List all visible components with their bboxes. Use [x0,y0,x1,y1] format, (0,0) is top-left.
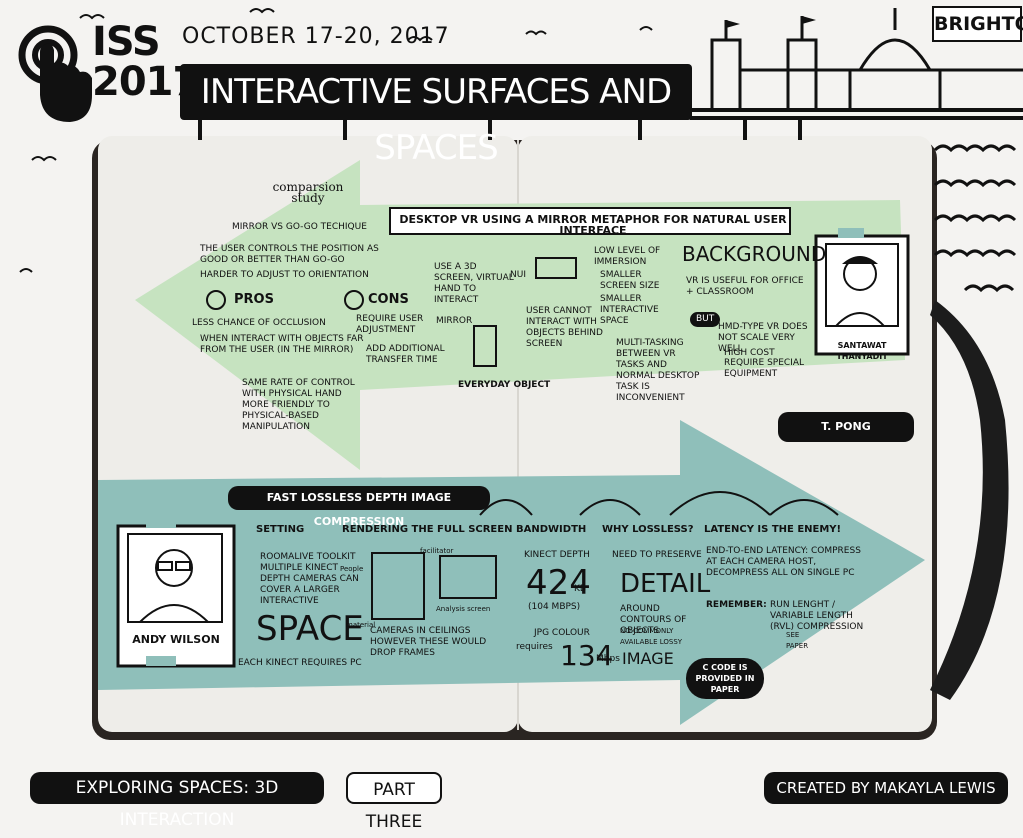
heading-rendering: Rendering the full screen [342,524,513,535]
render-label-analysis: Analysis screen [436,605,491,613]
hmd-item-1: High cost [724,348,775,358]
see-paper-label: see paper [786,631,809,650]
nui-label: NUI [510,270,526,280]
around-contours-text: around contours of objects [620,604,687,636]
render-label-material: material [346,621,376,629]
need-preserve-label: Need to preserve [612,550,702,560]
bottom-section-title: Fast lossless depth image compression [228,486,490,528]
hmd-text: HMD-type VR does not scale very well [718,322,808,354]
latency-text: End-to-end latency: compress at each cam… [706,546,861,578]
heading-setting: Setting [256,524,305,535]
value-134: 134 [560,639,614,672]
render-label-people: People [340,565,364,573]
value-134-unit: Mbps [596,654,620,664]
hmd-item-2: Require special equipment [724,358,805,379]
cons-item-1: Require user adjustment [356,314,424,335]
no-common-lossy-text: no commonly available lossy [620,627,683,646]
render-label-facilitator: facilitator [420,547,454,555]
low-immersion-2: Smaller screen size [600,270,660,291]
requires-label: requires [516,642,553,652]
conference-title: INTERACTIVE SURFACES AND SPACES [180,64,692,168]
cameras-text: Cameras in ceilings however these would … [370,626,487,658]
remember-text: run lenght / variable length (RVL) compr… [770,600,864,632]
heading-bandwidth: Bandwidth [516,524,587,535]
code-provided-badge: C code is provided in paper [686,658,764,699]
value-424: 424 [526,563,591,603]
credit-label: CREATED BY MAKAYLA LEWIS [764,772,1008,804]
mirror-label: Mirror [436,316,473,326]
but-badge: But [690,312,721,327]
pros-item-2: When interact with objects far from the … [200,334,364,355]
cons-label: Cons [368,292,409,307]
speaker-nickname-badge: T. Pong [778,412,914,442]
setting-text: RoomAlive toolkit multiple Kinect depth … [260,552,359,606]
space-word: SPACE [256,609,364,649]
heading-why-lossless: Why lossless? [602,524,694,535]
pros-label: Pros [234,292,274,307]
pros-item-3: Same rate of control with physical hand … [242,378,355,432]
top-section-title: Desktop VR using a mirror metaphor for n… [399,213,787,237]
kinect-depth-label: Kinect depth [524,550,590,560]
study-label: comparsion study [272,180,344,205]
value-424-unit: KB [574,584,587,594]
low-immersion-1: Low level of immersion [594,246,661,267]
use-3d-text: Use a 3D screen, virtual hand to interac… [434,262,514,305]
heading-latency: Latency is the enemy! [704,524,842,535]
top-bullet-2: Harder to adjust to orientation [200,270,369,280]
remember-label: Remember: [706,600,767,610]
each-kinect-text: Each Kinect requires PC [238,658,362,668]
sketchnote-illustration [18,8,1023,740]
image-word: IMAGE [622,649,674,668]
location-label: BRIGHTON [932,6,1023,42]
multitasking-text: Multi-tasking between VR tasks and norma… [616,338,700,403]
speaker-name-bottom: Andy Wilson [132,633,220,646]
jpg-colour-label: JPG colour [534,628,590,638]
cannot-interact-text: User cannot interact with objects behind… [526,306,603,349]
conference-date: October 17-20, 2017 [182,24,450,49]
pros-item-1: Less chance of occlusion [192,318,326,328]
speaker-name-top: Santawat Thanyadit [836,341,888,361]
top-bullet-1: The user controls the position as good o… [200,244,379,265]
part-label: PART THREE [346,772,442,832]
background-text: VR is useful for office + classroom [686,276,804,297]
low-immersion-3: Smaller interactive space [600,294,659,326]
everyday-object-label: Everyday object [458,380,551,390]
background-label: Background [682,242,827,266]
series-label: EXPLORING SPACES: 3D INTERACTION [30,772,324,830]
mirror-vs-label: Mirror vs go-go techique [232,222,367,232]
cons-item-2: Add additional transfer time [366,344,445,365]
detail-word: DETAIL [620,569,711,599]
mbps-104-label: (104 Mbps) [528,602,581,612]
